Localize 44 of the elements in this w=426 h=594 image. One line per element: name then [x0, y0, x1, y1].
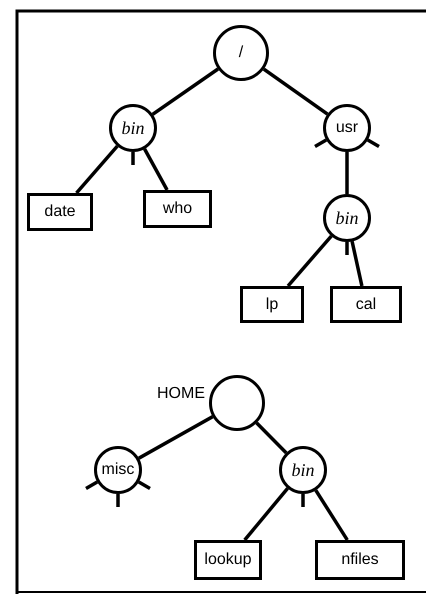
node-label: bin: [291, 460, 314, 480]
branch-stub: [85, 480, 98, 490]
tree-line: [255, 422, 288, 454]
node-label: bin: [335, 208, 358, 228]
tree-line: [75, 144, 119, 194]
node-label: cal: [356, 296, 376, 314]
directory-circle: [323, 194, 371, 242]
directory-label: HOME: [157, 385, 205, 403]
file-box: [27, 193, 93, 231]
branch-stub: [314, 138, 328, 148]
node-label: who: [162, 200, 192, 218]
directory-circle: [209, 375, 265, 431]
node-label: date: [44, 203, 76, 221]
node-label: bin: [121, 118, 144, 138]
file-box: [330, 286, 402, 323]
branch-stub: [131, 152, 135, 165]
tree-line: [152, 68, 219, 116]
directory-circle: [109, 104, 157, 152]
node-label: lp: [266, 296, 278, 314]
node-label: nfiles: [341, 551, 379, 569]
tree-line: [243, 487, 289, 542]
tree-line: [345, 152, 349, 194]
directory-circle: [279, 446, 327, 494]
tree-line: [314, 489, 349, 541]
branch-stub: [366, 138, 380, 148]
file-box: [315, 540, 405, 580]
file-box: [143, 190, 212, 228]
tree-line: [350, 241, 364, 286]
tree-line: [262, 68, 328, 116]
branch-stub: [345, 242, 349, 255]
directory-circle: [94, 446, 142, 494]
tree-line: [286, 234, 333, 288]
branch-stub: [116, 494, 120, 507]
file-box: [240, 286, 304, 323]
tree-line: [143, 148, 169, 191]
branch-stub: [301, 494, 305, 507]
node-label: misc: [102, 461, 134, 479]
branch-stub: [138, 480, 151, 490]
node-label: usr: [336, 119, 358, 137]
tree-line: [138, 415, 214, 460]
node-label: /: [238, 44, 244, 62]
node-label: lookup: [204, 551, 252, 569]
directory-circle: [323, 104, 371, 152]
file-box: [194, 540, 262, 580]
